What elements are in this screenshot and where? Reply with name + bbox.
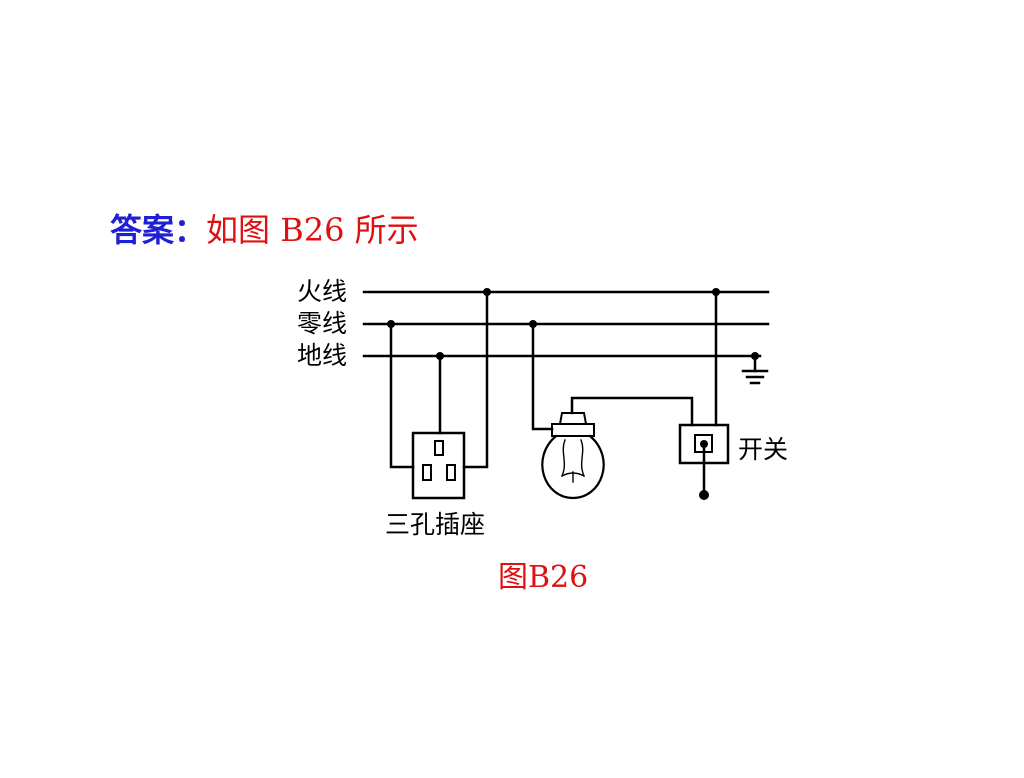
lamp-icon xyxy=(541,412,605,500)
lamp-neutral-lead xyxy=(531,322,554,431)
junction-dot xyxy=(751,352,759,360)
switch-button xyxy=(694,434,713,453)
socket-live-lead xyxy=(462,290,489,469)
lamp-switch-lead xyxy=(570,396,694,427)
junction-dot xyxy=(529,320,537,328)
neutral-wire-label: 零线 xyxy=(297,309,347,338)
junction-dot xyxy=(483,288,491,296)
junction-dot xyxy=(712,288,720,296)
answer-lead: 答案： xyxy=(110,211,207,249)
ground-symbol-icon xyxy=(741,354,769,385)
switch-box xyxy=(678,423,730,465)
socket-body xyxy=(411,431,466,500)
terminal-dot xyxy=(699,490,709,500)
answer-text: 如图 B26 所示 xyxy=(206,211,419,249)
switch-label: 开关 xyxy=(738,435,788,464)
ground-wire-label: 地线 xyxy=(297,341,347,370)
socket-ground-hole xyxy=(434,440,444,456)
junction-dot xyxy=(387,320,395,328)
live-wire-label: 火线 xyxy=(297,277,347,306)
socket-left-hole xyxy=(422,464,432,481)
socket-right-hole xyxy=(446,464,456,481)
answer-line: 答案：如图 B26 所示 xyxy=(110,208,419,252)
switch-center-dot xyxy=(700,440,708,448)
socket-label: 三孔插座 xyxy=(385,510,485,539)
figure-caption: 图B26 xyxy=(498,560,589,595)
junction-dot xyxy=(436,352,444,360)
socket-neutral-lead xyxy=(389,322,415,469)
